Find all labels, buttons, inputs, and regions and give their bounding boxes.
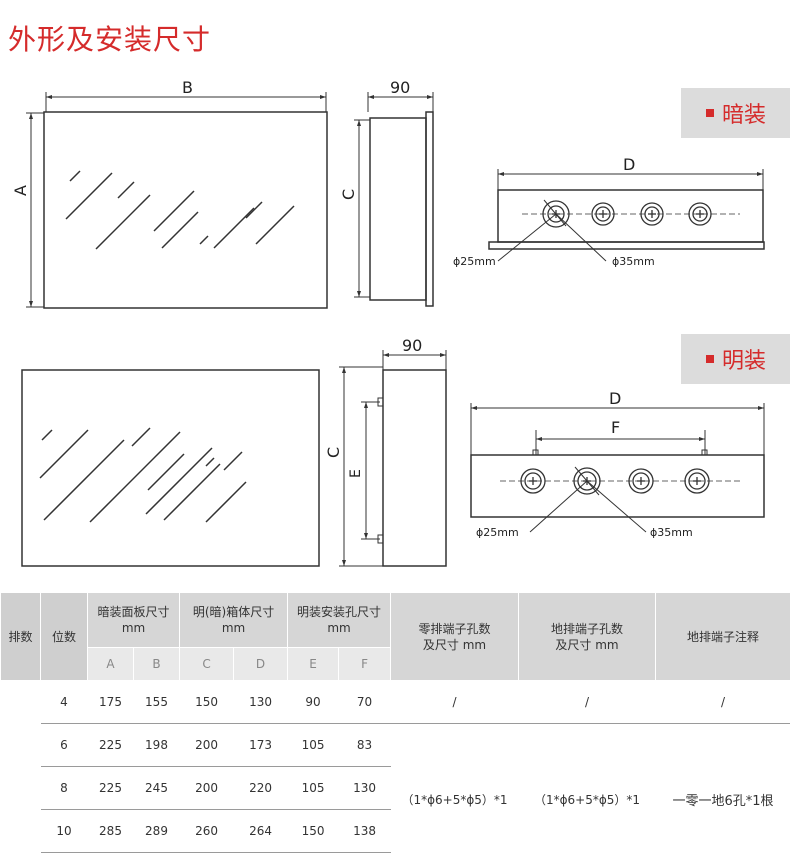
table-cell: 150 [288,810,339,853]
table-cell: 200 [180,767,234,810]
table-cell: 4 [41,681,88,724]
bottom-front-view [22,370,319,566]
label-F: F [611,418,620,437]
table-cell: 10 [41,810,88,853]
table-cell: 173 [234,724,288,767]
table-cell: 175 [88,681,134,724]
table-cell: 200 [180,724,234,767]
header-panel: 暗装面板尺寸 mm [88,593,180,648]
table-cell: 105 [288,724,339,767]
table-cell: （1*ϕ6+5*ϕ5）*1 [391,724,519,853]
table-cell: 150 [180,681,234,724]
label-C: C [339,189,358,200]
table-row: 4 175 155 150 130 90 70 / / / [1,681,790,724]
table-cell: （1*ϕ6+5*ϕ5）*1 [519,724,656,853]
table-cell: 130 [234,681,288,724]
header-note: 地排端子注释 [656,593,790,681]
table-cell: 138 [339,810,391,853]
table-cell: 285 [88,810,134,853]
label-phi25-top: ϕ25mm [453,255,496,268]
header-box-unit: mm [180,620,287,636]
label-C-bottom: C [324,447,343,458]
header-ground-label: 地排端子孔数 [519,621,655,637]
table-cell: 90 [288,681,339,724]
table-cell: 289 [134,810,180,853]
table-cell: / [391,681,519,724]
table-row: 6 225 198 200 173 105 83 （1*ϕ6+5*ϕ5）*1 （… [1,724,790,767]
table-cell: 245 [134,767,180,810]
dimension-drawings: B A 90 C [0,0,790,592]
top-bottom-view: D ϕ25mm ϕ35mm [453,155,764,268]
table-cell: 一零一地6孔*1根 [656,724,790,853]
label-B: B [182,78,193,97]
label-D: D [623,155,635,174]
header-ground-label2: 及尺寸 mm [519,637,655,653]
header-positions: 位数 [41,593,88,681]
table-cell: 130 [339,767,391,810]
label-90: 90 [390,78,410,97]
label-E: E [348,469,364,478]
table-cell: 6 [41,724,88,767]
header-panel-unit: mm [88,620,179,636]
table-cell: 220 [234,767,288,810]
table-cell: 260 [180,810,234,853]
subheader-C: C [180,648,234,681]
label-phi35-bottom: ϕ35mm [650,526,693,539]
subheader-F: F [339,648,391,681]
table-cell: 70 [339,681,391,724]
bottom-bottom-view: D F ϕ25mm ϕ35mm [471,389,764,539]
label-phi25-bottom: ϕ25mm [476,526,519,539]
subheader-E: E [288,648,339,681]
header-zero-label2: 及尺寸 mm [391,637,518,653]
subheader-A: A [88,648,134,681]
header-box-label: 明(暗)箱体尺寸 [180,604,287,620]
header-box: 明(暗)箱体尺寸 mm [180,593,288,648]
table-cell [1,681,41,853]
header-ground: 地排端子孔数 及尺寸 mm [519,593,656,681]
label-D-bottom: D [609,389,621,408]
header-panel-label: 暗装面板尺寸 [88,604,179,620]
header-zero-label: 零排端子孔数 [391,621,518,637]
top-front-view: B A [11,78,327,308]
table-cell: 225 [88,767,134,810]
table-cell: 155 [134,681,180,724]
header-mount-label: 明装安装孔尺寸 [288,604,390,620]
table-cell: / [519,681,656,724]
header-mount: 明装安装孔尺寸 mm [288,593,391,648]
top-side-view: 90 C [339,78,433,306]
label-phi35-top: ϕ35mm [612,255,655,268]
table-cell: 8 [41,767,88,810]
table-cell: / [656,681,790,724]
table-cell: 105 [288,767,339,810]
bottom-side-view: 90 C E [324,336,446,566]
spec-table: 排数 位数 暗装面板尺寸 mm 明(暗)箱体尺寸 mm 明装安装孔尺寸 mm 零… [0,592,790,853]
label-A: A [11,185,30,196]
header-zero: 零排端子孔数 及尺寸 mm [391,593,519,681]
table-cell: 83 [339,724,391,767]
table-cell: 225 [88,724,134,767]
header-rows: 排数 [1,593,41,681]
subheader-B: B [134,648,180,681]
table-cell: 264 [234,810,288,853]
header-mount-unit: mm [288,620,390,636]
table-cell: 198 [134,724,180,767]
label-90-bottom: 90 [402,336,422,355]
subheader-D: D [234,648,288,681]
